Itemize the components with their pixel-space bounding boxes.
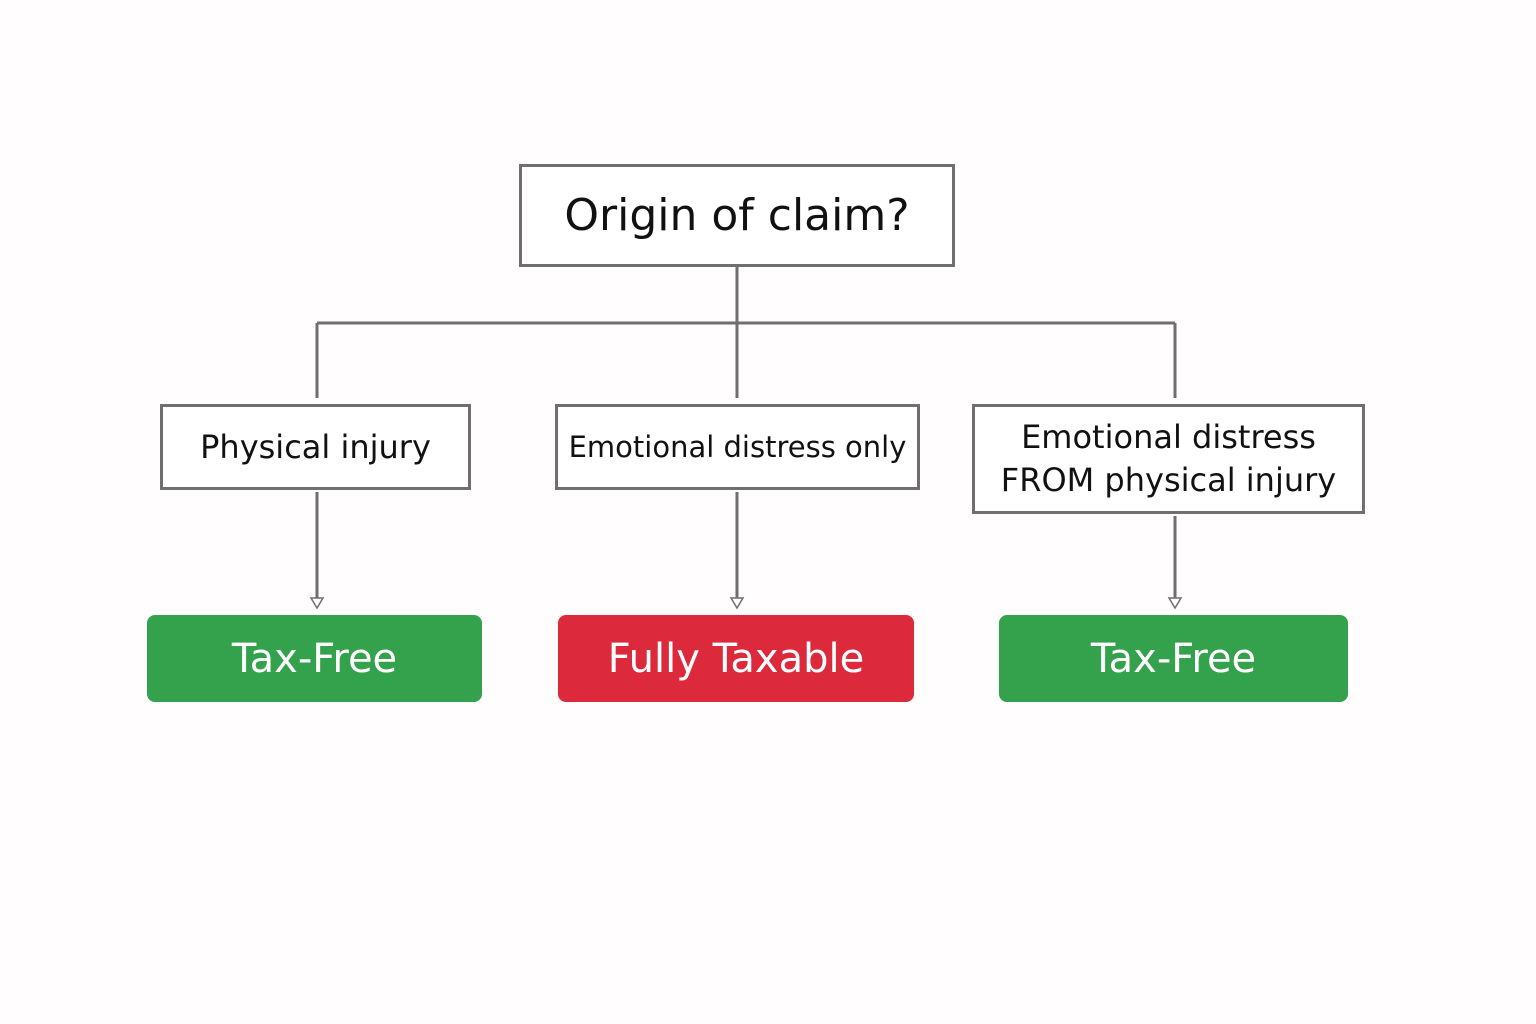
root-question-label: Origin of claim? (564, 190, 910, 241)
category-label: Physical injury (200, 427, 431, 466)
root-question-box: Origin of claim? (519, 164, 955, 267)
arrowhead-emotional-icon (729, 597, 745, 610)
category-label-line-2: FROM physical injury (1000, 461, 1337, 499)
category-emotional-distress-from-physical-box: Emotional distress FROM physical injury (972, 404, 1365, 514)
arrowhead-physical-icon (309, 597, 325, 610)
outcome-fully-taxable-badge: Fully Taxable (558, 615, 914, 702)
category-emotional-distress-only-box: Emotional distress only (555, 404, 920, 490)
outcome-label: Tax-Free (231, 635, 398, 682)
outcome-tax-free-badge: Tax-Free (147, 615, 482, 702)
outcome-label: Tax-Free (1090, 635, 1257, 682)
category-label-line-1: Emotional distress (1021, 418, 1316, 456)
outcome-tax-free-badge: Tax-Free (999, 615, 1348, 702)
arrowhead-from-physical-icon (1167, 597, 1183, 610)
outcome-label: Fully Taxable (607, 635, 865, 682)
category-physical-injury-box: Physical injury (160, 404, 471, 490)
category-label: Emotional distress only (568, 429, 907, 464)
